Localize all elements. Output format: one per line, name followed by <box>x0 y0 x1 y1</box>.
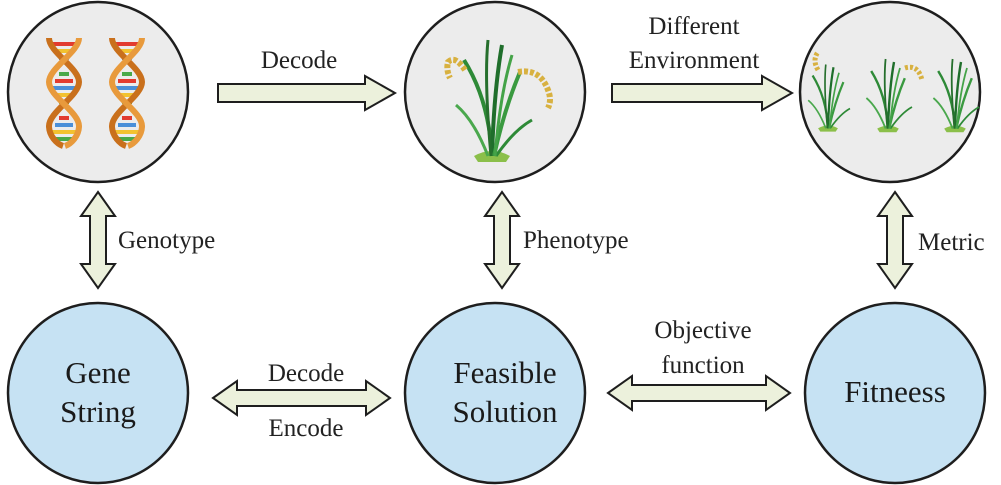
gene-string-circle: Gene String <box>6 301 190 485</box>
genotype-arrow <box>79 190 117 290</box>
rice-plant-icon <box>444 38 553 164</box>
fitness-label: Fitneess <box>844 374 946 409</box>
three-rice-plants-icon <box>807 50 981 134</box>
encode-label: Encode <box>269 415 344 442</box>
phenotype-circle <box>403 0 587 184</box>
gene-string-line1: Gene <box>65 355 130 390</box>
feasible-solution-line2: Solution <box>452 394 558 429</box>
environment-arrow <box>611 74 795 112</box>
genotype-circle <box>6 0 190 184</box>
metric-arrow <box>876 190 914 290</box>
decode-label-top: Decode <box>261 47 337 74</box>
phenotype-label: Phenotype <box>523 227 629 254</box>
environment-label-line1: Different <box>648 13 739 40</box>
phenotype-arrow <box>483 190 521 290</box>
gene-string-line2: String <box>60 394 136 429</box>
fitness-circle: Fitneess <box>803 301 987 485</box>
feasible-solution-circle: Feasible Solution <box>403 301 587 485</box>
environment-label-line2: Environment <box>629 47 760 74</box>
objective-label-line1: Objective <box>654 317 751 344</box>
objective-function-arrow <box>606 374 792 412</box>
feasible-solution-line1: Feasible <box>453 355 556 390</box>
genotype-label: Genotype <box>118 227 215 254</box>
decode-label-bottom: Decode <box>268 360 344 387</box>
decode-arrow-top <box>217 74 398 112</box>
environment-circle <box>798 0 982 184</box>
objective-label-line2: function <box>661 352 745 379</box>
metric-label: Metric <box>918 229 985 256</box>
decode-encode-arrow <box>211 379 392 417</box>
